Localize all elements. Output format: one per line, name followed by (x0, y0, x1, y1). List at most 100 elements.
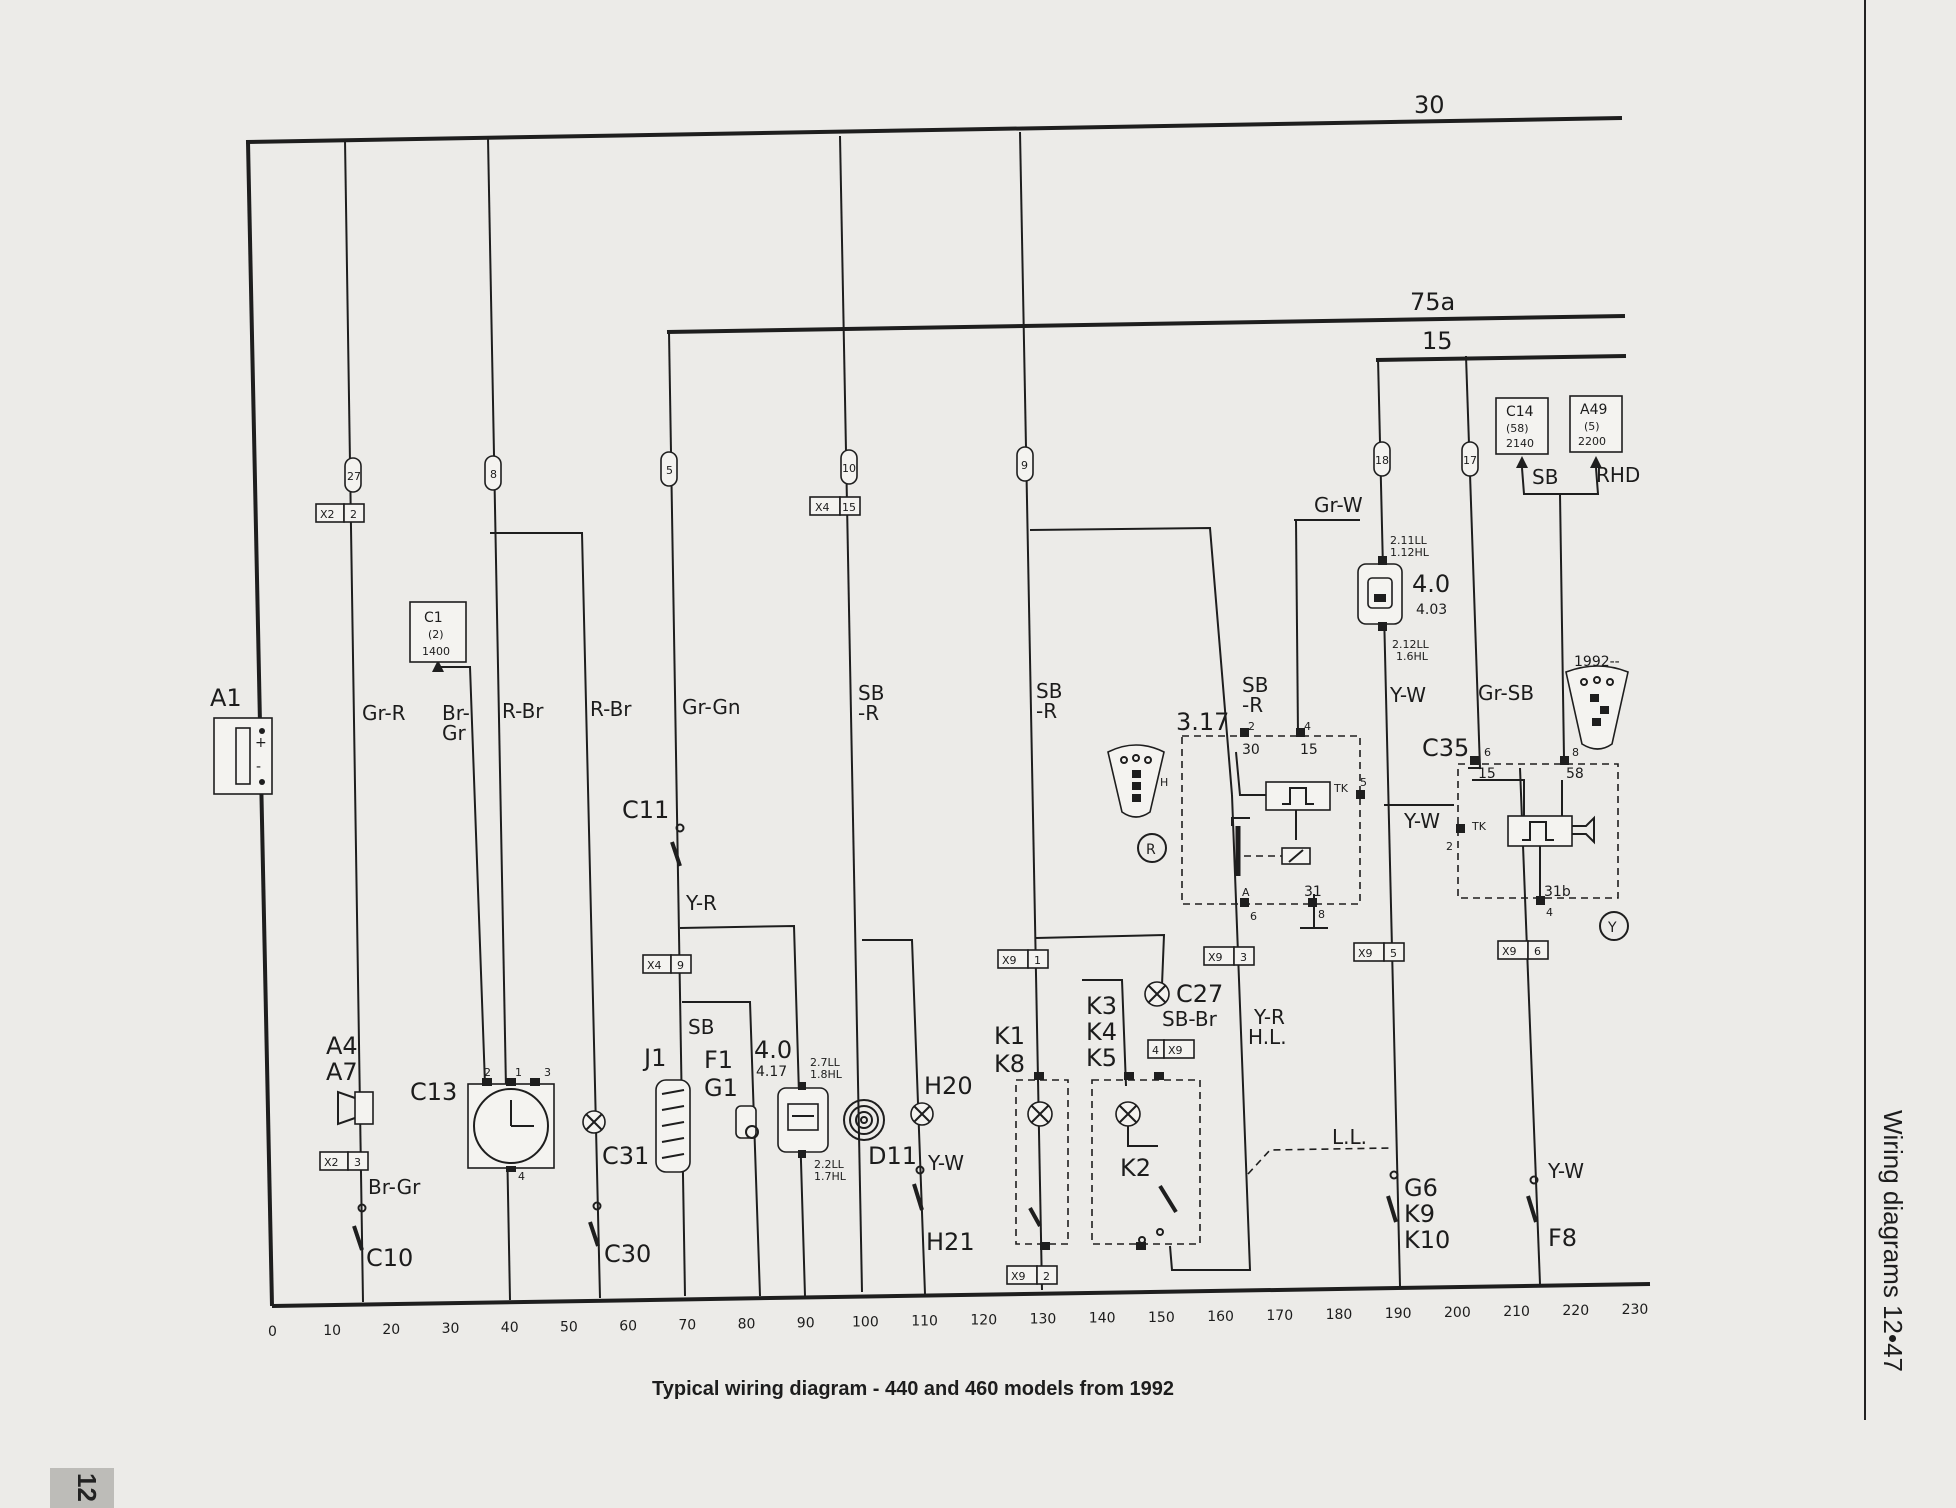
axis-tick: 70 (678, 1317, 696, 1333)
ref-box-c14: C14(58)2140 (1495, 397, 1549, 455)
label-k4: K4 (1086, 1018, 1117, 1046)
label-4-03: 4.03 (1416, 602, 1447, 618)
label-h20: H20 (924, 1072, 973, 1100)
pin-c35-15: 15 (1478, 766, 1496, 782)
axis-tick: 80 (738, 1316, 756, 1332)
page-rule (1864, 0, 1866, 1420)
wire-y-w-3: Y-W (1547, 1159, 1584, 1183)
label-k9: K9 (1404, 1200, 1435, 1228)
axis-tick: 140 (1089, 1311, 1116, 1327)
label-a4: A4 (326, 1032, 358, 1060)
axis-tick: 110 (911, 1314, 938, 1330)
wire-br-gr-a: Br- (442, 701, 470, 725)
label-c31: C31 (602, 1142, 649, 1170)
wire-sb-r-3a: SB (1242, 673, 1268, 697)
page-number-tab: 12 (50, 1468, 114, 1508)
pin-3-17-6: 6 (1250, 910, 1257, 923)
svg-text:X9: X9 (1358, 947, 1373, 960)
axis-tick: 180 (1326, 1307, 1353, 1323)
wire-sb: SB (1532, 465, 1558, 489)
label-a1: A1 (210, 684, 242, 712)
ll-link (1247, 1147, 1391, 1175)
svg-text:2: 2 (350, 508, 357, 521)
axis-tick: 190 (1385, 1306, 1412, 1322)
label-c10: C10 (366, 1244, 413, 1272)
label-r: R (1146, 842, 1156, 858)
pin-4-0-2-12ll: 2.12LL (1392, 638, 1430, 651)
wire-y-w-h20: Y-W (927, 1151, 964, 1175)
axis-tick: 200 (1444, 1305, 1471, 1321)
switch-c11 (670, 823, 685, 867)
svg-text:4: 4 (1152, 1044, 1159, 1057)
pin-c13-1: 1 (515, 1066, 522, 1079)
gauge-4-0 (777, 1082, 829, 1158)
label-4-17: 4.17 (756, 1064, 787, 1080)
circle-y (1599, 911, 1629, 941)
label-k5: K5 (1086, 1044, 1117, 1072)
label-j1: J1 (642, 1044, 666, 1072)
relay-c35 (1456, 756, 1619, 905)
feed-wires (344, 131, 1600, 1303)
svg-text:(58): (58) (1506, 422, 1529, 435)
axis-tick: 170 (1266, 1308, 1293, 1324)
element-d11 (843, 1099, 885, 1141)
battery-a1: +- (213, 717, 273, 795)
pin-4-0-1-8hl: 1.8HL (810, 1068, 843, 1081)
axis-tick: 150 (1148, 1310, 1175, 1326)
label-k3: K3 (1086, 992, 1117, 1020)
label-y: Y (1607, 920, 1617, 936)
pin-4-0-1-12hl: 1.12HL (1390, 546, 1430, 559)
axis-tick: 40 (501, 1320, 519, 1336)
pin-c35-tk: TK (1471, 820, 1487, 833)
svg-text:6: 6 (1534, 945, 1541, 958)
sender-f1-g1 (735, 1105, 759, 1139)
label-1992: 1992-- (1574, 654, 1620, 670)
reference-arrows (432, 456, 1602, 672)
axis-tick: 30 (442, 1321, 460, 1337)
wire-sb-r-3b: -R (1242, 693, 1263, 717)
label-k10: K10 (1404, 1226, 1450, 1254)
bus-label-15: 15 (1422, 327, 1453, 355)
pin-c35-31b: 31b (1544, 884, 1571, 900)
lamp-c31 (582, 1110, 606, 1134)
axis-tick: 50 (560, 1319, 578, 1335)
clock-c13 (467, 1078, 555, 1172)
pin-3-17-tk: TK (1333, 782, 1349, 795)
svg-text:X4: X4 (815, 501, 830, 514)
svg-text:X2: X2 (320, 508, 335, 521)
plug-1992 (1565, 665, 1629, 750)
axis-tick: 10 (323, 1323, 341, 1339)
svg-text:X9: X9 (1011, 1270, 1026, 1283)
pin-c13-3: 3 (544, 1066, 551, 1079)
horn-a4-a7 (337, 1090, 374, 1126)
label-k2: K2 (1120, 1154, 1151, 1182)
label-f1: F1 (704, 1046, 733, 1074)
instrument-4-0-4-03 (1357, 556, 1403, 631)
svg-text:C14: C14 (1506, 404, 1534, 420)
plug-h (1107, 744, 1165, 818)
label-3-17: 3.17 (1176, 708, 1229, 736)
module-k1-k8 (1015, 1072, 1069, 1250)
axis-tick: 120 (970, 1313, 997, 1329)
pin-c35-4: 4 (1546, 906, 1553, 919)
wire-sb-r-1b: -R (858, 701, 879, 725)
wire-sb-j1: SB (688, 1015, 714, 1039)
svg-text:9: 9 (1021, 459, 1028, 472)
axis-tick: 230 (1622, 1302, 1649, 1318)
svg-text:2200: 2200 (1578, 435, 1606, 448)
wire-sb-r-1a: SB (858, 681, 884, 705)
svg-text:1: 1 (1034, 954, 1041, 967)
svg-text:X9: X9 (1208, 951, 1223, 964)
lamp-h20 (910, 1102, 934, 1126)
axis-tick: 130 (1030, 1312, 1057, 1328)
label-4-0-upper: 4.0 (1412, 570, 1450, 598)
svg-text:A49: A49 (1580, 402, 1607, 418)
svg-text:9: 9 (677, 959, 684, 972)
figure-caption: Typical wiring diagram - 440 and 460 mod… (652, 1378, 1175, 1400)
fuse-9: 9 (1016, 446, 1034, 482)
axis-tick: 160 (1207, 1309, 1234, 1325)
ref-box-a49: A49(5)2200 (1569, 395, 1623, 453)
